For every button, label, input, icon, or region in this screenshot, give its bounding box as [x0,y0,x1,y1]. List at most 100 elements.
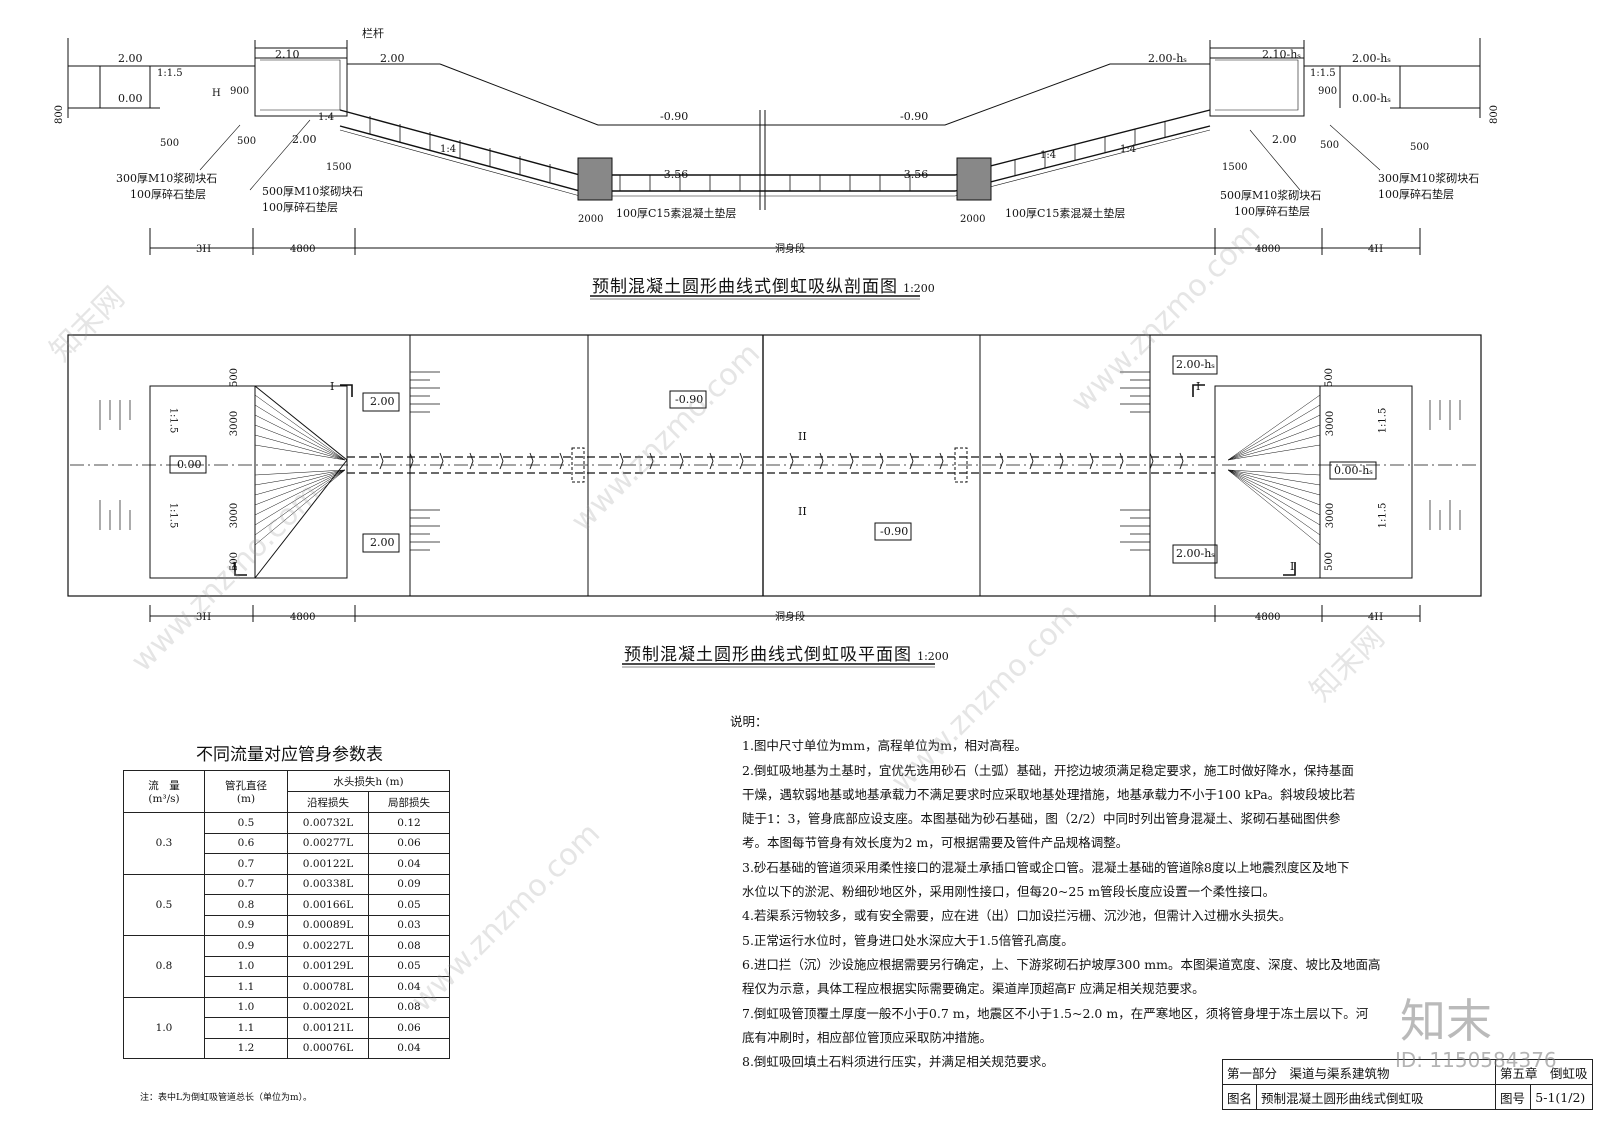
section-mark: II [798,505,807,518]
profile-scale: 1:200 [903,282,935,295]
elev-label: -3.56 [900,168,929,181]
dim-label: 900 [230,86,250,97]
along-loss-header: 沿程损失 [287,791,369,813]
dim-label: 800 [54,104,66,125]
elev-label: -3.56 [660,168,689,181]
dim-label: 800 [1489,104,1501,125]
elev-box-label: 0.00-hₛ [1334,464,1373,477]
watermark-id: ID: 1150584376 [1395,1048,1557,1072]
elev-box-label: -0.90 [880,525,909,538]
diameter-cell: 1.0 [204,955,288,977]
local-loss-header: 局部损失 [368,791,450,813]
diameter-cell: 1.2 [204,1037,288,1059]
elev-label: 2.00-hₛ [1148,52,1187,65]
along-loss-cell: 0.00732L [287,812,369,834]
tb-no-label: 图号 [1495,1084,1532,1110]
plan-scale: 1:200 [917,650,949,663]
local-loss-cell: 0.08 [368,935,450,957]
dim-label: 500 [229,367,241,388]
dim-label: 洞身段 [775,244,805,255]
note-line: 陡于1：3，管身底部应设支座。本图基础为砂石基础，图（2/2）中同时列出管身混凝… [742,811,1341,827]
slope-label: 1:1.5 [1310,68,1336,79]
dim-label: 4800 [290,244,316,255]
along-loss-cell: 0.00121L [287,1017,369,1039]
elev-label: 2.10-hₛ [1262,48,1301,61]
diameter-cell: 0.7 [204,853,288,875]
elev-label: 2.00 [380,52,405,65]
flow-cell: 0.3 [123,812,205,875]
along-loss-cell: 0.00076L [287,1037,369,1059]
dim-label: 3H [196,612,212,623]
dim-label: 500 [1324,367,1336,388]
elev-label: 0.00-hₛ [1352,92,1391,105]
section-mark: I [1290,560,1295,573]
diameter-cell: 1.1 [204,976,288,998]
dim-label: 洞身段 [775,612,805,623]
note-line: 考。本图每节管身有效长度为2 m，可根据需要及管件产品规格调整。 [742,835,1129,851]
section-mark: I [330,380,335,393]
note-line: 2.倒虹吸地基为土基时，宜优先选用砂石（土弧）基础，开挖边坡须满足稳定要求，施工… [742,762,1354,778]
note-line: 水位以下的淤泥、粉细砂地区外，采用刚性接口，但每20~25 m管段长度应设置一个… [742,884,1276,900]
dim-label: 1500 [326,162,352,173]
slope-label: 1:4 [1120,144,1137,155]
elev-box-label: -0.90 [675,393,704,406]
elev-label: 2.00 [1272,133,1297,146]
design-notes: 说明： 1.图中尺寸单位为mm，高程单位为m，相对高程。2.倒虹吸地基为土基时，… [730,710,1380,1074]
section-mark: II [798,430,807,443]
note-line: 程仅为示意，具体工程应根据实际需要确定。渠道岸顶超高F 应满足相关规范要求。 [742,981,1205,997]
dim-label: 3000 [229,410,241,437]
dim-label: 4H [1368,244,1384,255]
dim-label: 3000 [1325,410,1337,437]
dim-label: 2000 [578,214,604,225]
diameter-cell: 0.9 [204,935,288,957]
material-note: 100厚碎石垫层 [1378,188,1454,201]
diameter-cell: 0.8 [204,894,288,916]
local-loss-cell: 0.09 [368,873,450,895]
diameter-cell: 1.0 [204,996,288,1018]
along-loss-cell: 0.00227L [287,935,369,957]
diameter-cell: 0.7 [204,873,288,895]
local-loss-cell: 0.06 [368,1017,450,1039]
h-label: H [212,88,221,99]
elev-box-label: 2.00-hₛ [1176,547,1215,560]
material-note: 100厚碎石垫层 [262,201,338,214]
note-line: 7.倒虹吸管顶覆土厚度一般不小于0.7 m，地震区不小于1.5~2.0 m，在严… [742,1005,1369,1021]
elev-label: -0.90 [660,110,689,123]
material-note: 100厚碎石垫层 [130,188,206,201]
along-loss-cell: 0.00078L [287,976,369,998]
dim-label: 4800 [1255,244,1281,255]
notes-heading: 说明： [730,714,768,729]
table-header-row: 沿程损失局部损失 [124,791,450,813]
elev-box-label: 2.00 [370,395,395,408]
dim-label: 900 [1318,86,1338,97]
section-mark: I [232,560,237,573]
watermark-logo: 知末 [1400,994,1492,1048]
diameter-cell: 0.9 [204,914,288,936]
local-loss-cell: 0.04 [368,1037,450,1059]
note-line: 8.倒虹吸回填土石料须进行压实，并满足相关规范要求。 [742,1054,1054,1070]
tb-name: 预制混凝土圆形曲线式倒虹吸 [1256,1084,1497,1110]
elev-label: 2.00 [292,133,317,146]
dim-label: 1500 [1222,162,1248,173]
dim-label: 3H [196,244,212,255]
material-note: 100厚C15素混凝土垫层 [1005,207,1126,220]
material-note: 300厚M10浆砌块石 [1378,172,1480,185]
local-loss-cell: 0.05 [368,894,450,916]
dim-label: 4H [1368,612,1384,623]
diameter-header: 管孔直径(m) [204,770,288,813]
dim-label: 4800 [290,612,316,623]
tb-part: 第一部分 渠道与渠系建筑物 [1221,1059,1497,1085]
elev-box-label: 0.00 [177,458,202,471]
param-table-footnote: 注：表中L为倒虹吸管道总长（单位为m）。 [140,1093,313,1103]
slope-label: 1:1.5 [1377,502,1389,529]
slope-label: 1:4 [1040,150,1057,161]
along-loss-cell: 0.00277L [287,832,369,854]
note-line: 干燥，遇软弱地基或地基承载力不满足要求时应采取地基处理措施，地基承载力不小于10… [742,786,1356,802]
